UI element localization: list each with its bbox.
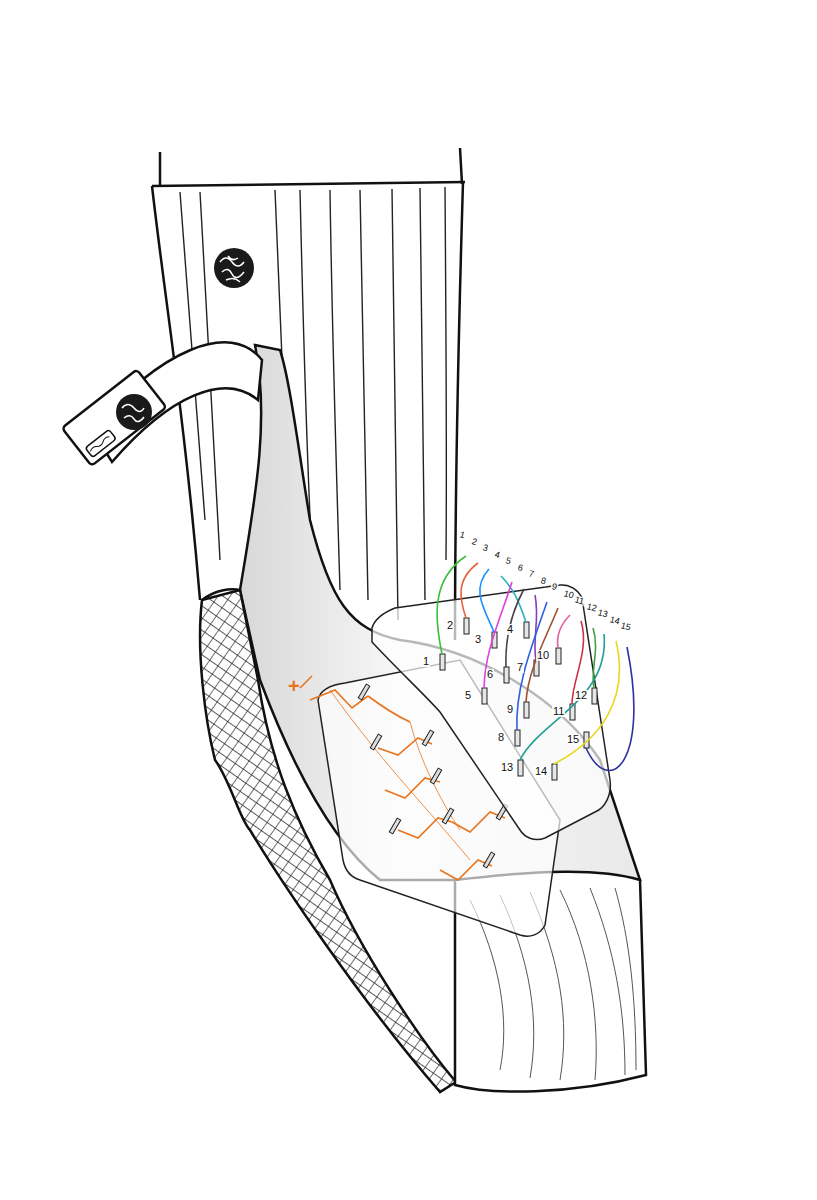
wire-number: 13 xyxy=(596,608,610,620)
electrode-number: 1 xyxy=(422,656,430,667)
wire-number: 8 xyxy=(538,576,547,587)
colored-wires xyxy=(437,556,634,770)
electrode-number: 14 xyxy=(534,766,548,777)
wire-number: 3 xyxy=(481,543,490,554)
electrode-number: 7 xyxy=(516,662,524,673)
electrode-number: 6 xyxy=(486,669,494,680)
pompom xyxy=(214,248,254,288)
electrode-number: 13 xyxy=(500,762,514,773)
wire-number: 9 xyxy=(550,582,559,593)
electrode-number: 15 xyxy=(566,734,580,745)
electrode-number: 2 xyxy=(446,620,454,631)
electrode-number: 4 xyxy=(506,624,514,635)
electrode-number: 9 xyxy=(506,704,514,715)
electrode-number: 5 xyxy=(464,690,472,701)
wire-number: 15 xyxy=(619,621,633,633)
electrode-number: 11 xyxy=(552,706,565,717)
front-pad xyxy=(372,585,610,840)
wire-number: 1 xyxy=(458,530,467,541)
electrode-number: 12 xyxy=(574,690,588,701)
electrode-number: 10 xyxy=(536,650,550,661)
wire-number: 11 xyxy=(573,595,586,607)
wire-number: 2 xyxy=(469,537,478,548)
electrode-number: 8 xyxy=(497,732,505,743)
wire-number: 7 xyxy=(527,569,536,580)
wire-number: 5 xyxy=(504,556,513,567)
electrode-number: 3 xyxy=(474,634,482,645)
polarity-symbol: + xyxy=(287,676,301,696)
wire-number: 4 xyxy=(492,550,501,561)
strap xyxy=(62,342,262,465)
wire-number: 6 xyxy=(515,563,524,574)
